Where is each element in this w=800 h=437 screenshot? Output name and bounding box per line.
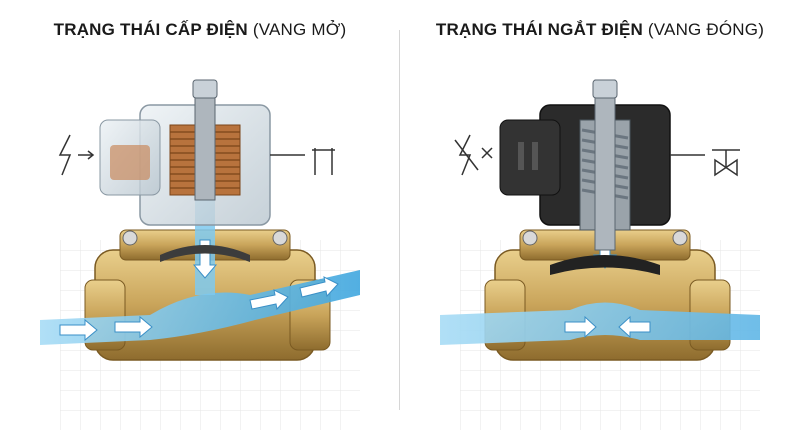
powered-state-panel: TRẠNG THÁI CẤP ĐIỆN (VANG MỞ) xyxy=(0,0,400,437)
closed-valve-illustration xyxy=(400,50,800,437)
unpowered-state-title-sub: (VANG ĐÓNG) xyxy=(648,20,764,39)
powered-state-title-sub: (VANG MỞ) xyxy=(253,20,347,39)
closed-valve-symbol xyxy=(670,150,740,175)
open-valve-illustration xyxy=(0,50,400,437)
unpowered-state-title: TRẠNG THÁI NGẮT ĐIỆN (VANG ĐÓNG) xyxy=(400,20,800,40)
unpowered-state-panel: TRẠNG THÁI NGẮT ĐIỆN (VANG ĐÓNG) xyxy=(400,0,800,437)
power-on-icon xyxy=(60,135,93,175)
powered-state-title: TRẠNG THÁI CẤP ĐIỆN (VANG MỞ) xyxy=(0,20,400,40)
open-valve-symbol xyxy=(270,148,335,175)
powered-state-title-main: TRẠNG THÁI CẤP ĐIỆN xyxy=(54,20,248,39)
power-off-icon xyxy=(455,135,492,175)
unpowered-state-title-main: TRẠNG THÁI NGẮT ĐIỆN xyxy=(436,20,643,39)
